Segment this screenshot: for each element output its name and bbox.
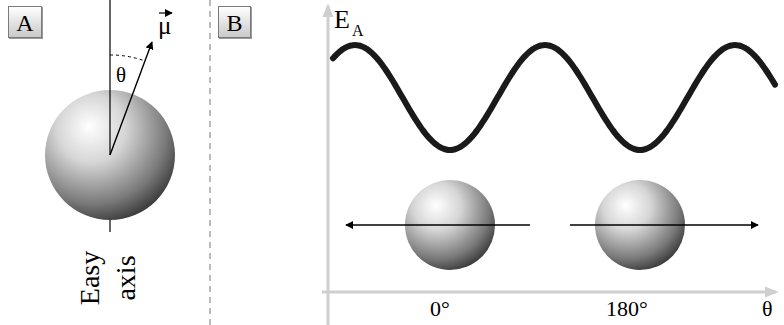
panel-divider: [210, 0, 211, 325]
moment-arrow: [110, 42, 152, 155]
x-axis: [322, 291, 776, 294]
axis-subscript: A: [352, 22, 364, 40]
panel-letter: B: [226, 10, 242, 36]
panel-label-box: A: [8, 6, 42, 38]
moment-arrow: [346, 224, 530, 225]
moment-arrow: [570, 224, 758, 225]
axis-label: θ: [762, 297, 773, 321]
angle-symbol: θ: [116, 64, 126, 87]
panel-label-box: B: [218, 6, 251, 38]
angle-arc: [110, 55, 145, 61]
moment-symbol: μ: [158, 12, 171, 40]
tick-label: 180°: [606, 297, 648, 321]
tick-label: 0°: [430, 297, 450, 321]
easy-axis-line: [109, 90, 110, 155]
y-axis: [327, 6, 330, 325]
axis-title: E: [334, 6, 350, 35]
panel-letter: A: [16, 10, 33, 36]
energy-curve: [333, 45, 775, 150]
axis-label: Easy axis: [72, 235, 144, 321]
